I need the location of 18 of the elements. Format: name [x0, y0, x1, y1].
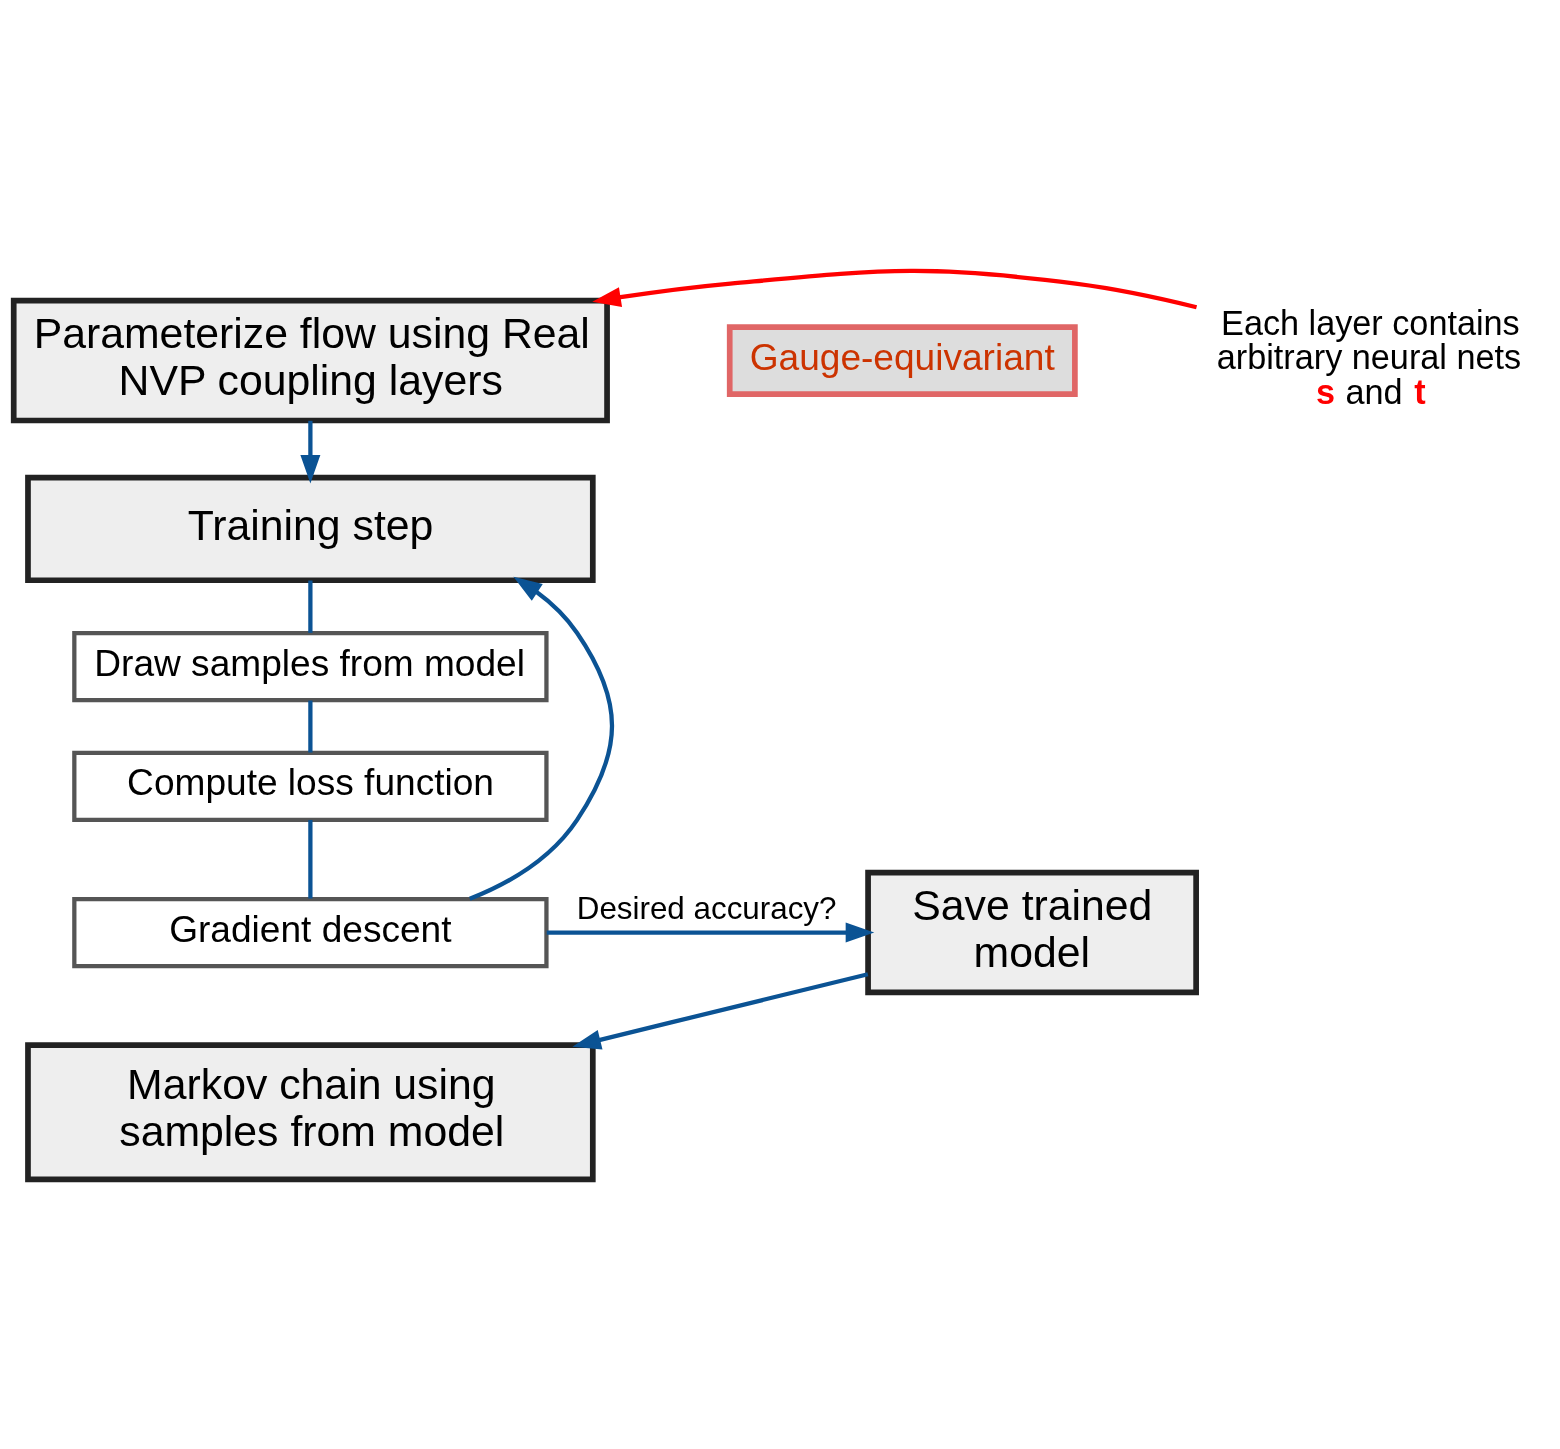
node-box: Draw samples from model	[72, 630, 549, 702]
node-box: Save trained model	[865, 869, 1199, 995]
node-box: Markov chain using samples from model	[25, 1041, 596, 1182]
node-text: Each layer contains arbitrary neural nets s and t	[1216, 303, 1522, 411]
connector	[308, 819, 313, 899]
arrow	[592, 268, 1198, 309]
arrow	[300, 420, 321, 484]
arrow	[546, 922, 875, 943]
connector	[308, 580, 313, 633]
arrow	[469, 576, 615, 901]
arrow	[572, 971, 869, 1050]
node-box: Compute loss function	[72, 750, 549, 822]
edge-label: Desired accuracy?	[576, 890, 837, 926]
node-box: Parameterize flow using Real NVP coupling layers	[10, 297, 610, 423]
node-box: Gradient descent	[72, 896, 549, 968]
node-box: Gauge-equivariant	[726, 323, 1078, 397]
node-box: Training step	[25, 474, 596, 583]
connector	[308, 700, 313, 752]
